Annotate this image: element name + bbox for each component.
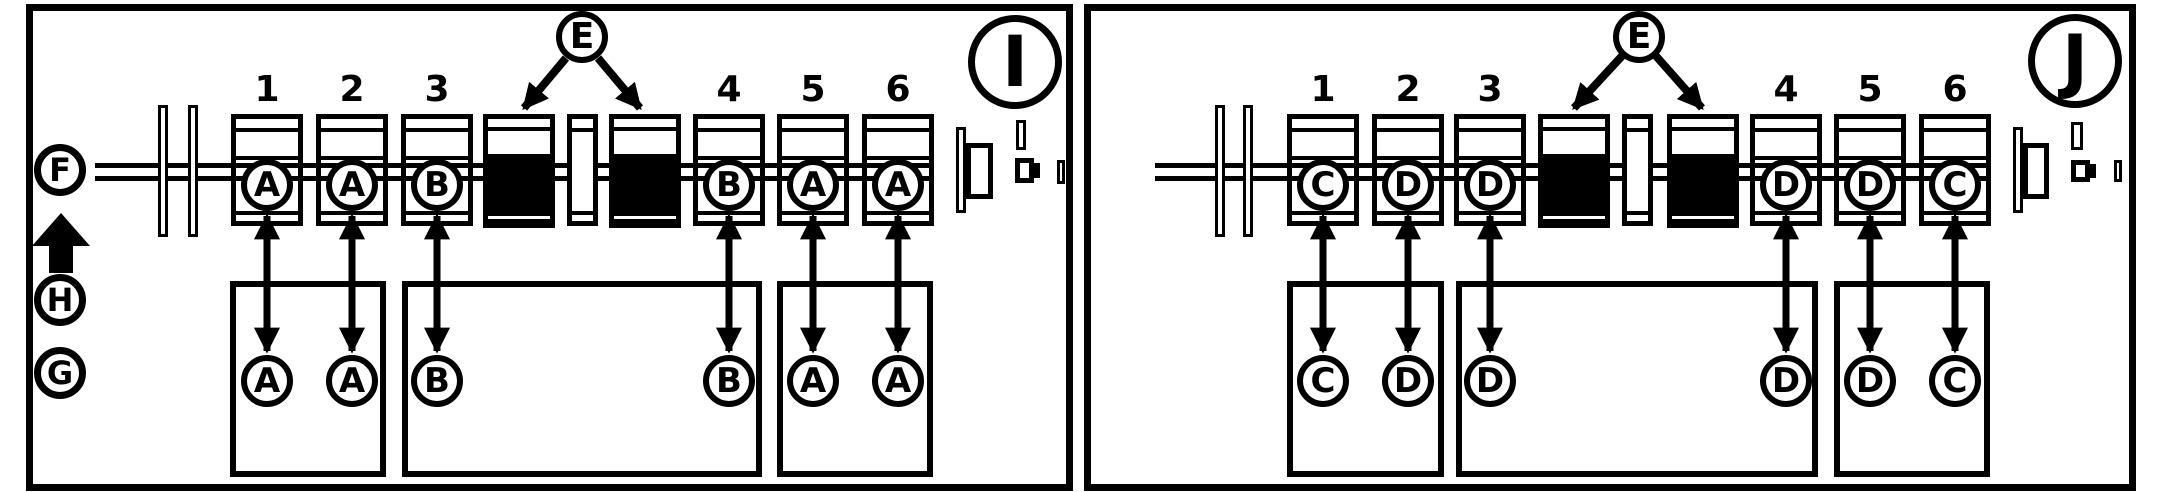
bushing-nub (2090, 164, 2096, 178)
label-h-circle: H (34, 274, 86, 326)
key-mark (1016, 120, 1026, 150)
callout-arrow (1653, 53, 1705, 111)
bearing-select-box (777, 281, 933, 477)
callout-e-circle: E (556, 11, 608, 63)
bushing-mark (2071, 160, 2090, 182)
callout-arrow-group (520, 53, 1705, 111)
web-box (567, 114, 598, 226)
position-number: 1 (1310, 69, 1336, 110)
journal-grade-circle: D (1464, 159, 1516, 211)
blacked-journal (1667, 114, 1739, 228)
bearing-grade-circle: A (787, 355, 839, 407)
rear-flange (956, 127, 966, 213)
double-arrow-group (254, 213, 1968, 354)
journal-grade-circle: A (787, 159, 839, 211)
position-number: 4 (1773, 69, 1799, 110)
panel-i-badge: I (968, 15, 1062, 109)
journal-grade-circle: A (872, 159, 924, 211)
bearing-grade-circle: A (872, 355, 924, 407)
bearing-select-box (402, 281, 762, 477)
damper-plate (1243, 105, 1253, 237)
bearing-grade-circle: A (326, 355, 378, 407)
blacked-journal (609, 114, 681, 228)
position-number: 6 (1942, 69, 1968, 110)
label-g-circle: G (34, 347, 86, 399)
panel-i-frame (26, 4, 1073, 491)
bearing-select-box (1456, 281, 1818, 477)
position-number: 3 (424, 69, 450, 110)
web-box (1622, 114, 1653, 226)
journal-grade-circle: C (1929, 159, 1981, 211)
bearing-select-box (1287, 281, 1444, 477)
callout-arrow (520, 55, 570, 111)
bushing-nub (1034, 163, 1040, 178)
bearing-select-box (1834, 281, 1990, 477)
panel-j-frame (1084, 4, 2136, 491)
pin-mark (1057, 160, 1065, 184)
bearing-grade-circle: B (703, 355, 755, 407)
callout-arrow (594, 55, 644, 111)
rear-flange (2013, 127, 2023, 213)
position-number: 5 (1857, 69, 1883, 110)
damper-plate (158, 105, 168, 237)
journal-grade-circle: B (703, 159, 755, 211)
panel-j-badge: J (2028, 14, 2122, 108)
bushing-mark (1015, 158, 1034, 183)
blacked-journal (1538, 114, 1610, 228)
callout-e-circle: E (1613, 11, 1665, 63)
journal-grade-circle: D (1760, 159, 1812, 211)
bearing-grade-circle: B (411, 355, 463, 407)
journal-grade-circle: A (326, 159, 378, 211)
position-number: 2 (1395, 69, 1421, 110)
rear-flange-hub (2023, 143, 2049, 199)
up-arrow (32, 213, 90, 273)
bearing-grade-circle: A (241, 355, 293, 407)
journal-grade-circle: D (1382, 159, 1434, 211)
bearing-grade-circle: D (1844, 355, 1896, 407)
key-mark (2071, 122, 2083, 150)
bearing-grade-circle: D (1760, 355, 1812, 407)
rear-flange-hub (966, 143, 993, 199)
position-number: 4 (716, 69, 742, 110)
bearing-grade-circle: C (1297, 355, 1349, 407)
damper-plate (1215, 105, 1225, 237)
journal-grade-circle: C (1297, 159, 1349, 211)
bearing-select-box (230, 281, 386, 477)
position-number: 5 (800, 69, 826, 110)
position-number: 3 (1477, 69, 1503, 110)
label-f-circle: F (34, 144, 86, 196)
position-number: 1 (254, 69, 280, 110)
journal-grade-circle: A (241, 159, 293, 211)
callout-arrow (1571, 53, 1625, 111)
pin-mark (2114, 160, 2122, 182)
journal-grade-circle: D (1844, 159, 1896, 211)
bearing-grade-circle: C (1929, 355, 1981, 407)
bearing-grade-circle: D (1464, 355, 1516, 407)
bearing-grade-circle: D (1382, 355, 1434, 407)
damper-plate (188, 105, 198, 237)
journal-grade-circle: B (411, 159, 463, 211)
position-number: 2 (339, 69, 365, 110)
blacked-journal (483, 114, 555, 228)
position-number: 6 (885, 69, 911, 110)
